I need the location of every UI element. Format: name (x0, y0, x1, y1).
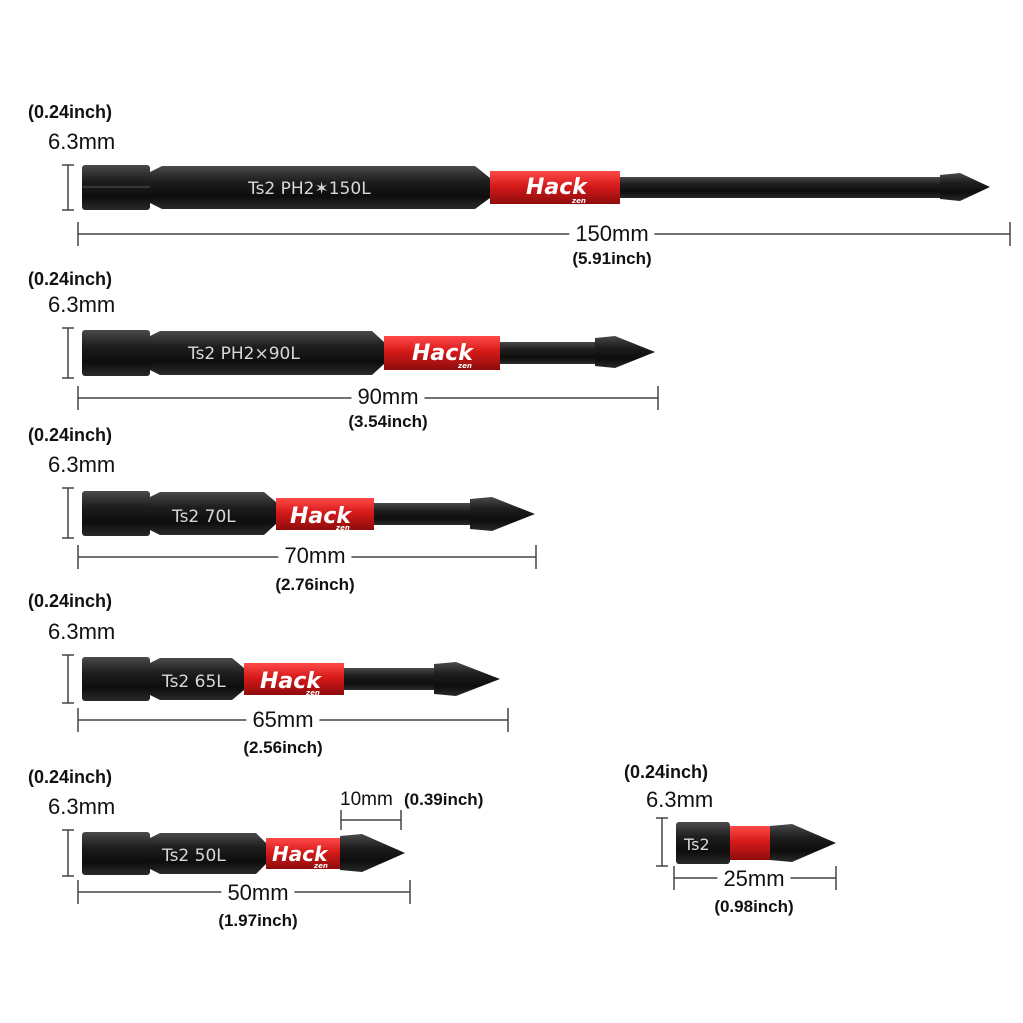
bit-25mm-length-mm: 25mm (717, 868, 791, 890)
bit-70mm-brand-sub: zen (335, 524, 350, 532)
bit-50mm-diameter-inch: (0.24inch) (28, 767, 113, 787)
bit-150mm-brand-sub: zen (571, 197, 586, 205)
bit-150mm-length-mm: 150mm (569, 223, 655, 245)
bit-70mm-engraving: Ts2 70L (171, 507, 236, 527)
bit-90mm-diameter-inch: (0.24inch) (28, 269, 113, 289)
bit-65mm-brand-sub: zen (305, 689, 320, 697)
bit-70mm-diameter-mm: 6.3mm (48, 452, 116, 477)
bit-150mm-length-inch: (5.91inch) (572, 249, 652, 268)
bit-70mm-drawing (62, 487, 537, 569)
bit-25mm-diameter-mm: 6.3mm (646, 787, 714, 812)
bit-150mm-brand: Hack (526, 175, 588, 200)
bit-90mm-brand-sub: zen (457, 362, 472, 370)
bit-50mm-length-mm: 50mm (221, 882, 295, 904)
bit-50mm-diameter-mm: 6.3mm (48, 794, 116, 819)
bit-90mm-brand: Hack (412, 341, 474, 366)
bit-70mm-diameter-inch: (0.24inch) (28, 425, 113, 445)
bit-150mm-drawing (62, 164, 1011, 246)
bit-150mm-diameter-mm: 6.3mm (48, 129, 116, 154)
bit-25mm-diameter-inch: (0.24inch) (624, 762, 709, 782)
bit-25mm-drawing (656, 817, 837, 890)
bit-90mm-engraving: Ts2 PH2×90L (187, 344, 300, 364)
bit-50mm-length-inch: (1.97inch) (218, 911, 298, 930)
bit-70mm-brand: Hack (290, 504, 352, 529)
bit-50mm-engraving: Ts2 50L (161, 846, 226, 866)
bit-65mm-diameter-mm: 6.3mm (48, 619, 116, 644)
bit-25mm-engraving: Ts2 (683, 835, 710, 854)
bit-50mm-brand: Hack (272, 842, 329, 866)
bit-25mm-length-inch: (0.98inch) (714, 897, 794, 916)
bit-70mm-length-inch: (2.76inch) (275, 575, 355, 594)
bit-65mm-length-inch: (2.56inch) (243, 738, 323, 757)
bit-90mm-length-inch: (3.54inch) (348, 412, 428, 431)
bit-65mm-length-mm: 65mm (246, 709, 320, 731)
bit-65mm-engraving: Ts2 65L (161, 672, 226, 692)
bit-150mm-diameter-inch: (0.24inch) (28, 102, 113, 122)
bit-65mm-drawing (62, 654, 509, 732)
bit-50mm-brand-sub: zen (313, 862, 328, 870)
bit-90mm-length-mm: 90mm (351, 386, 425, 408)
bit-150mm-engraving: Ts2 PH2✶150L (247, 179, 371, 199)
bit-70mm-length-mm: 70mm (278, 545, 352, 567)
bit-50mm-tip-mm: 10mm (340, 789, 393, 810)
bit-90mm-diameter-mm: 6.3mm (48, 292, 116, 317)
bit-65mm-brand: Hack (260, 669, 322, 694)
bit-50mm-tip-inch: (0.39inch) (404, 790, 484, 809)
bit-65mm-diameter-inch: (0.24inch) (28, 591, 113, 611)
